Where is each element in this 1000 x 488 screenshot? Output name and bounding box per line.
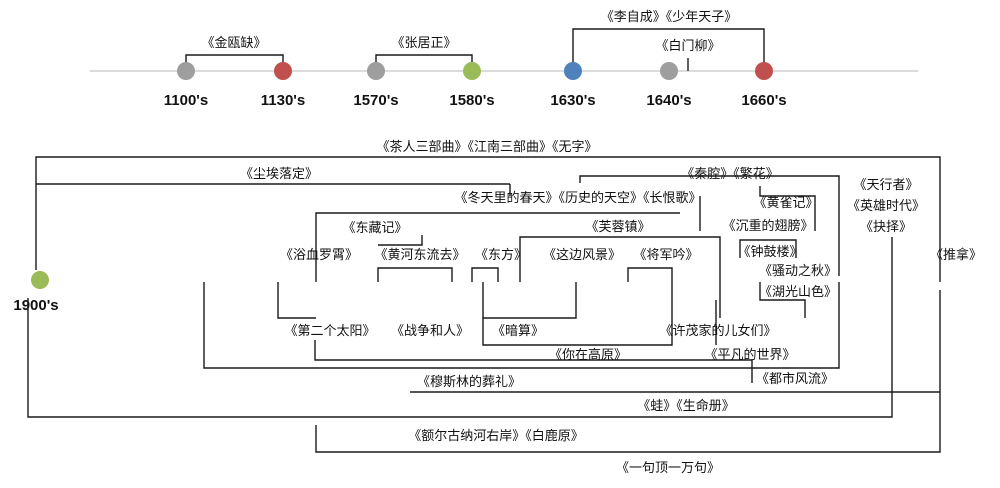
work-w05: 《英雄时代》 (847, 199, 925, 214)
work-w09: 《东藏记》 (342, 221, 407, 236)
work-w24: 《许茂家的儿女们》 (659, 323, 776, 339)
work-zhangjuzheng: 《张居正》 (391, 36, 456, 51)
work-w15: 《这边风景》 (543, 247, 621, 263)
work-w07: 《黄雀记》 (753, 196, 818, 211)
work-w31: 《一句顶一万句》 (616, 461, 720, 476)
era-dot-1630 (564, 62, 582, 80)
work-w26: 《平凡的世界》 (704, 347, 795, 363)
work-w13: 《黄河东流去》 (374, 248, 465, 263)
work-w11: 《沉重的翅膀》 (722, 218, 813, 234)
work-w30: 《额尔古纳河右岸》《白鹿原》 (408, 428, 584, 444)
work-w28: 《都市风流》 (756, 371, 834, 387)
bracket-zhangjuzheng (375, 54, 473, 70)
work-w25: 《你在高原》 (549, 347, 627, 363)
work-w27: 《穆斯林的葬礼》 (417, 374, 521, 390)
bracket-lizicheng (572, 28, 765, 70)
work-w22: 《战争和人》 (391, 324, 469, 339)
work-w19: 《骚动之秋》 (759, 264, 837, 279)
work-w20: 《湖光山色》 (759, 284, 837, 300)
bracket-jinouque (185, 54, 284, 70)
era-label-1570: 1570's (353, 92, 398, 109)
work-w18: 《推拿》 (930, 247, 982, 263)
work-jinouque: 《金瓯缺》 (201, 35, 266, 51)
era-dot-1580 (463, 62, 481, 80)
era-label-1100: 1100's (164, 92, 208, 109)
work-baimenliu: 《白门柳》 (655, 38, 720, 54)
work-w06: 《冬天里的春天》《历史的天空》《长恨歌》 (454, 190, 701, 206)
era-label-1580: 1580's (449, 92, 494, 109)
era-label-1900: 1900's (13, 297, 58, 314)
era-label-1640: 1640's (646, 92, 691, 109)
work-w04: 《天行者》 (853, 178, 918, 193)
era-dot-1640 (660, 62, 678, 80)
era-dot-1100 (177, 62, 195, 80)
work-lizicheng-shaoniantianzi: 《李自成》《少年天子》 (601, 10, 738, 25)
work-w16: 《将军吟》 (633, 247, 698, 263)
work-w12: 《浴血罗霄》 (280, 248, 358, 263)
connector-lines (27, 156, 941, 453)
era-dot-1660 (755, 62, 773, 80)
work-w03: 《秦腔》《繁花》 (681, 166, 779, 182)
work-w10: 《芙蓉镇》 (585, 220, 650, 235)
era-dot-1570 (367, 62, 385, 80)
era-dot-1130 (274, 62, 292, 80)
era-label-1660: 1660's (741, 92, 786, 109)
era-label-1630: 1630's (550, 92, 595, 109)
work-w29: 《蛙》《生命册》 (637, 398, 735, 414)
era-dot-1900 (31, 271, 49, 289)
work-w17: 《钟鼓楼》 (737, 244, 802, 260)
work-w21: 《第二个太阳》 (284, 324, 375, 339)
work-w23: 《暗算》 (492, 324, 544, 339)
work-w14: 《东方》 (475, 247, 527, 263)
work-w01: 《茶人三部曲》《江南三部曲》《无字》 (376, 139, 597, 155)
work-w02: 《尘埃落定》 (240, 167, 318, 182)
era-label-1130: 1130's (261, 92, 305, 109)
work-w08: 《抉择》 (860, 220, 912, 235)
